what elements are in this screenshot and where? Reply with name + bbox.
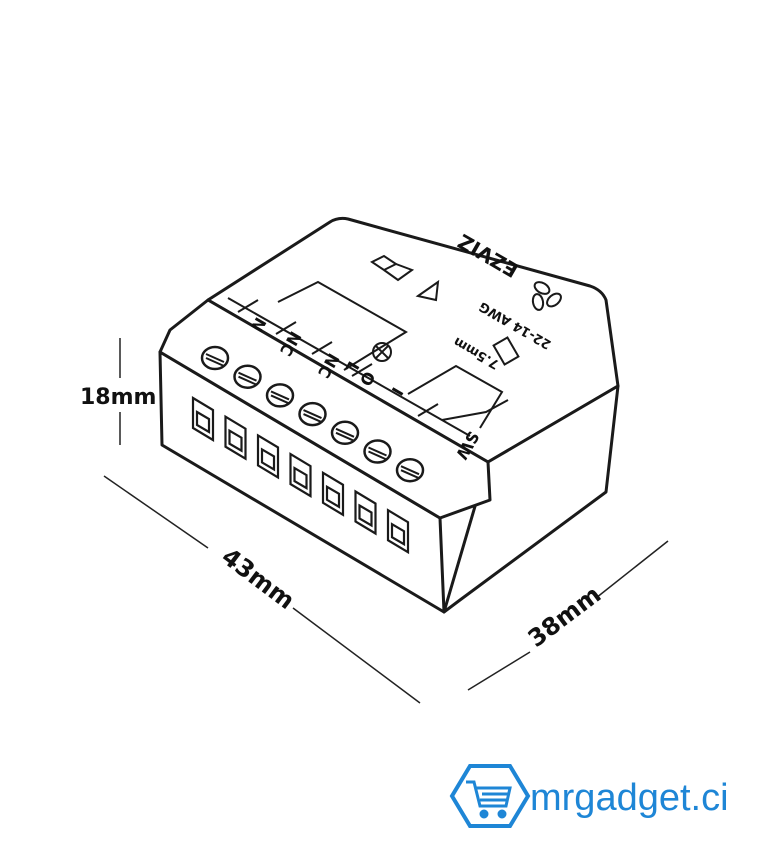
height-label: 18mm bbox=[80, 385, 156, 410]
terminal-screws bbox=[200, 345, 425, 483]
terminal-clamp bbox=[386, 508, 410, 555]
depth-label: 38mm bbox=[523, 580, 606, 653]
terminal-screw-icon bbox=[200, 345, 230, 371]
terminal-clamp bbox=[321, 470, 345, 517]
terminal-screw-icon bbox=[330, 420, 360, 446]
terminal-screw-icon bbox=[395, 457, 425, 483]
wiring-schematic bbox=[227, 254, 520, 437]
fan-logo-icon bbox=[531, 281, 562, 311]
terminal-clamp bbox=[191, 396, 215, 442]
terminal-clamp bbox=[224, 414, 247, 461]
terminal-clamp bbox=[256, 433, 280, 480]
terminal-clamp bbox=[289, 452, 312, 499]
terminal-screw-icon bbox=[265, 383, 295, 408]
module-right-face bbox=[442, 384, 620, 614]
watermark-text: mrgadget.ci bbox=[530, 777, 729, 819]
cart-logo-hexagon bbox=[449, 764, 531, 828]
terminal-clamps bbox=[191, 396, 410, 555]
terminal-screw-icon bbox=[363, 439, 392, 464]
width-label: 43mm bbox=[216, 542, 299, 615]
terminal-screw-icon bbox=[233, 364, 262, 389]
shopping-cart-icon bbox=[466, 780, 512, 819]
width-dimension bbox=[103, 475, 421, 704]
module-top-face bbox=[206, 216, 620, 464]
terminal-screw-icon bbox=[298, 401, 327, 427]
brand-watermark: mrgadget.ci bbox=[449, 764, 729, 828]
label-dividers bbox=[237, 299, 439, 417]
terminal-clamp bbox=[354, 489, 377, 536]
depth-dimension bbox=[467, 540, 669, 691]
